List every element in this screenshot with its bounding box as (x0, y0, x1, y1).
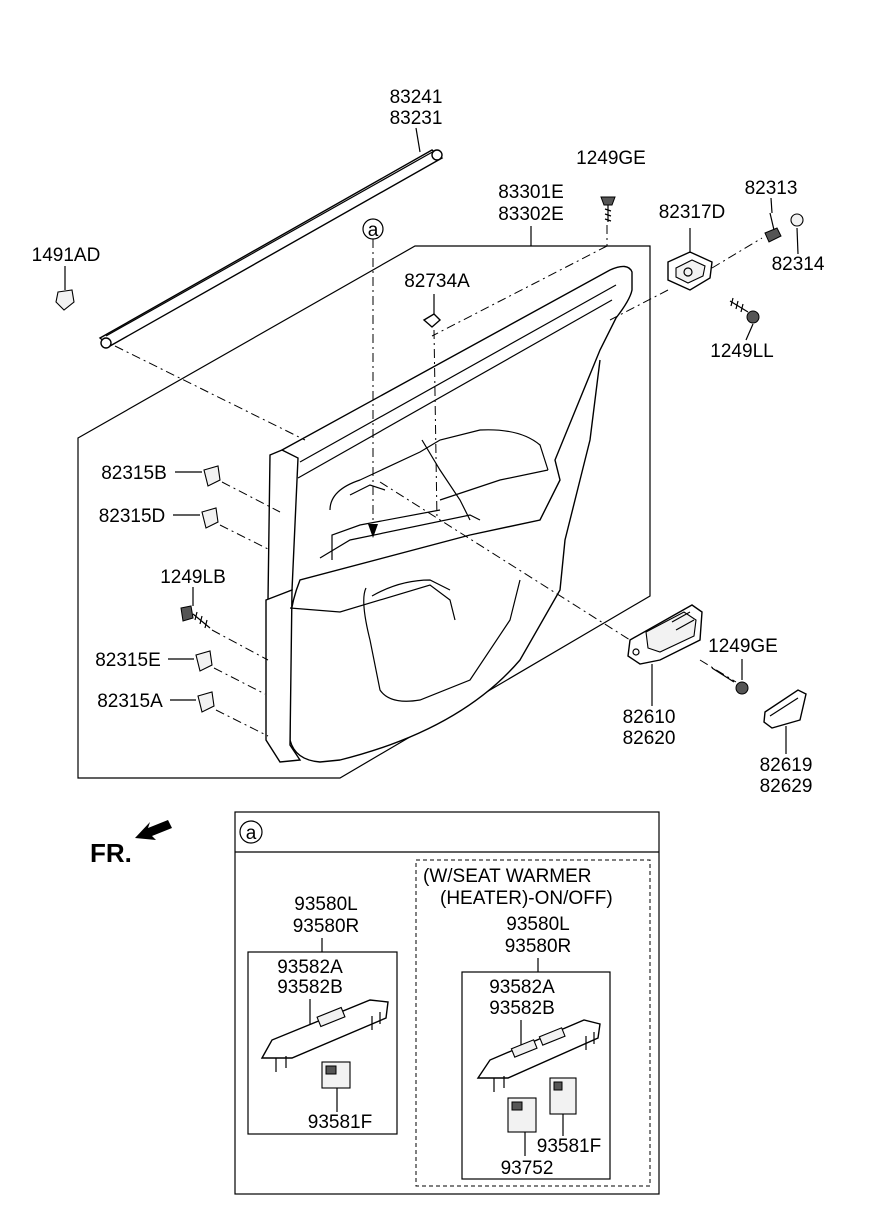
dash-82317d-panel (609, 289, 669, 321)
label-right-93582a: 93582A (489, 977, 555, 998)
dash-82315b (221, 481, 281, 513)
label-82317d: 82317D (659, 202, 726, 223)
cover-82619 (763, 689, 807, 729)
label-82315d: 82315D (99, 506, 166, 527)
leader-82313 (770, 197, 773, 214)
inside-handle-82610 (627, 604, 703, 665)
label-right-93581f: 93581F (537, 1136, 601, 1157)
detail-tag-circle (239, 820, 263, 844)
left-switch-box (247, 951, 398, 1135)
dash-1249ge-top-panel (431, 245, 608, 337)
label-82629: 82629 (760, 776, 813, 797)
label-83231: 83231 (390, 108, 443, 129)
label-right-93582b: 93582B (489, 998, 555, 1019)
label-left-93581f: 93581F (308, 1112, 372, 1133)
left-switch-panel (260, 999, 389, 1072)
front-direction-label: FR. (90, 838, 132, 868)
screw-1249lb (180, 605, 211, 629)
dash-handle-panel (379, 481, 631, 641)
clip-1491ad (55, 289, 75, 311)
panel-assembly-outline (77, 245, 651, 779)
screw-1249ll (729, 297, 760, 324)
label-82620: 82620 (623, 728, 676, 749)
label-left-93582a: 93582A (277, 957, 343, 978)
screw-1249ge-bottom (711, 667, 749, 695)
label-1491ad: 1491AD (32, 245, 101, 266)
right-switch-93752 (507, 1097, 537, 1133)
label-1249ll: 1249LL (710, 341, 773, 362)
leader-83241 (415, 127, 421, 153)
label-right-93752: 93752 (501, 1158, 554, 1179)
door-trim-panel (265, 265, 633, 763)
callout-a-label: a (368, 220, 379, 241)
seat-warmer-line2: (HEATER)-ON/OFF) (440, 888, 613, 909)
dash-82315e (213, 667, 266, 695)
label-82610: 82610 (623, 707, 676, 728)
label-right-93580r: 93580R (505, 936, 572, 957)
detail-tag-label: a (246, 823, 257, 844)
dash-82315a (215, 709, 269, 737)
arrow-callout-a (368, 524, 378, 538)
label-1249ge-top: 1249GE (576, 148, 646, 169)
label-left-93582b: 93582B (277, 977, 343, 998)
clip-82315a (197, 691, 215, 713)
clip-82734a (422, 313, 442, 328)
bracket-82317d (667, 251, 713, 291)
detail-box-a (234, 811, 660, 1195)
dash-82317d-82313 (711, 237, 763, 269)
label-82315a: 82315A (97, 691, 163, 712)
right-switch-panel (476, 1019, 601, 1092)
label-left-93580r: 93580R (293, 916, 360, 937)
leader-82314 (796, 227, 799, 255)
label-1249lb: 1249LB (160, 567, 226, 588)
label-82314: 82314 (772, 254, 825, 275)
clip-82315e (195, 650, 213, 672)
leader-82734a (433, 329, 438, 521)
label-82315b: 82315B (101, 463, 167, 484)
dash-82315d (219, 524, 271, 551)
left-switch-93581f (321, 1061, 351, 1089)
front-arrow-icon (135, 820, 172, 840)
label-right-93580l: 93580L (506, 914, 569, 935)
label-82734a: 82734A (404, 271, 470, 292)
bolt-82313 (764, 212, 782, 243)
label-82313: 82313 (745, 178, 798, 199)
clip-82315d (201, 507, 219, 529)
dash-weatherstrip-panel (114, 345, 306, 441)
dash-1249lb (211, 629, 269, 661)
weatherstrip-strip (98, 149, 444, 349)
label-83241: 83241 (390, 87, 443, 108)
label-83302e: 83302E (498, 204, 564, 225)
screw-1249ge-top (600, 196, 616, 222)
clip-82315b (203, 465, 221, 487)
leader-1249ll (745, 323, 754, 341)
label-left-93580l: 93580L (294, 894, 357, 915)
label-82619: 82619 (760, 755, 813, 776)
label-1249ge-bottom: 1249GE (708, 636, 778, 657)
nut-82314 (790, 213, 804, 227)
right-switch-box (461, 971, 611, 1180)
label-83301e: 83301E (498, 182, 564, 203)
label-82315e: 82315E (95, 650, 161, 671)
right-switch-93581f (549, 1077, 577, 1115)
dash-1249ge-bottom (699, 659, 737, 683)
seat-warmer-line1: (W/SEAT WARMER (423, 866, 592, 887)
